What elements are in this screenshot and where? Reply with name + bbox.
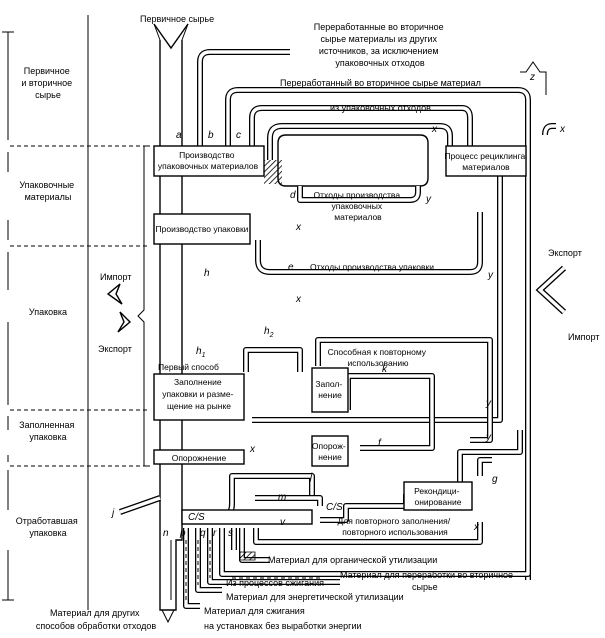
label-refill: Запол- нение bbox=[315, 379, 344, 400]
stage-packaging-materials: Упаковочные материалы bbox=[19, 180, 76, 202]
label-pack-materials: Производство упаковочных материалов bbox=[158, 150, 259, 171]
marker-y-3: y bbox=[485, 398, 492, 409]
marker-n: n bbox=[163, 528, 169, 539]
box-recondition bbox=[403, 481, 473, 511]
label-import-left: Импорт bbox=[100, 272, 131, 282]
label-refill-reuse: Для повторного заполнения/ повторного ис… bbox=[338, 516, 453, 537]
marker-y-2: y bbox=[487, 270, 494, 281]
marker-j: j bbox=[110, 508, 115, 519]
stage-column bbox=[2, 15, 150, 610]
label-recycled-other: Переработанные во вторичное сырье матери… bbox=[314, 22, 446, 68]
label-reusable: Способная к повторному использованию bbox=[328, 347, 429, 368]
label-output-organic: Материал для органической утилизации bbox=[268, 555, 437, 565]
label-output-incineration: Из процессов сжигания bbox=[226, 578, 324, 588]
stage-filled-packaging: Заполненная упаковка bbox=[19, 420, 77, 442]
label-import-right: Импорт bbox=[568, 332, 599, 342]
label-output-other: Материал для других способов обработки о… bbox=[36, 608, 157, 631]
marker-d: d bbox=[290, 190, 296, 201]
marker-cs: C/S bbox=[188, 512, 205, 523]
marker-c: c bbox=[236, 130, 241, 141]
marker-g: g bbox=[492, 474, 498, 485]
label-export-left: Экспорт bbox=[98, 344, 132, 354]
stage-packaging: Упаковка bbox=[29, 307, 67, 317]
marker-x-1: x bbox=[431, 124, 438, 135]
marker-x-5: x bbox=[249, 444, 256, 455]
box-recycling-process bbox=[445, 145, 527, 177]
label-export-right: Экспорт bbox=[548, 248, 582, 258]
label-output-burn: Материал для сжигания на установках без … bbox=[204, 606, 362, 631]
marker-s: s bbox=[228, 528, 233, 539]
label-prod-waste: Отходы производства упаковочных материал… bbox=[314, 190, 403, 222]
marker-m: m bbox=[278, 492, 286, 503]
label-recondition: Рекондици- онирование bbox=[414, 486, 462, 507]
stage-used-packaging: Отработавшая упаковка bbox=[16, 516, 81, 538]
label-pack-waste: Отходы производства упаковки bbox=[310, 262, 434, 272]
marker-f: f bbox=[378, 438, 382, 449]
marker-k: k bbox=[382, 364, 388, 375]
marker-y-1: y bbox=[425, 194, 432, 205]
box-emptying bbox=[153, 449, 245, 465]
marker-h1: h1 bbox=[196, 346, 206, 359]
marker-h: h bbox=[204, 268, 210, 279]
stage-raw-material: Первичное и вторичное сырье bbox=[21, 66, 74, 100]
label-recycled-pack-2: из упаковочных отходов bbox=[330, 103, 431, 113]
marker-cs-2: C/S bbox=[326, 502, 343, 513]
box-refill bbox=[311, 367, 349, 413]
marker-b: b bbox=[208, 130, 214, 141]
marker-x-4: x bbox=[295, 294, 302, 305]
label-emptying: Опорожнение bbox=[172, 453, 227, 463]
marker-h2: h2 bbox=[264, 326, 274, 339]
marker-q: q bbox=[200, 528, 206, 539]
label-first-way: Первый способ bbox=[158, 362, 219, 372]
marker-a: a bbox=[176, 130, 182, 141]
label-recycled-pack-1: Переработанный во вторичное сырье матери… bbox=[280, 78, 481, 88]
box-emptying2 bbox=[311, 435, 349, 467]
box-filling-market bbox=[153, 373, 245, 421]
marker-r: r bbox=[213, 528, 217, 539]
flow-lines bbox=[119, 49, 531, 609]
box-cs-bar bbox=[181, 509, 313, 525]
marker-e: e bbox=[288, 262, 294, 273]
box-packaging-materials-production bbox=[153, 145, 265, 177]
label-output-recycle: Материал для переработки во вторичное сы… bbox=[340, 570, 516, 592]
label-recycling: Процесс рециклинга материалов bbox=[444, 151, 527, 172]
marker-y-4: y bbox=[485, 432, 492, 443]
label-output-energy: Материал для энергетической утилизации bbox=[226, 592, 404, 602]
side-arrows bbox=[106, 61, 567, 561]
label-filling-market: Заполнение упаковки и разме- щение на ры… bbox=[162, 377, 236, 411]
marker-v: v bbox=[280, 517, 286, 528]
box-packaging-production bbox=[153, 213, 251, 245]
marker-x-2: x bbox=[559, 124, 566, 135]
marker-x-3: x bbox=[295, 222, 302, 233]
marker-p: p bbox=[179, 528, 186, 539]
marker-x-6: x bbox=[473, 522, 480, 533]
label-primary-raw: Первичное сырье bbox=[140, 14, 214, 24]
marker-z: z bbox=[529, 72, 535, 83]
label-emptying2: Опорож- нение bbox=[312, 441, 348, 462]
marker-j-inner: j bbox=[308, 472, 313, 483]
label-pack-production: Производство упаковки bbox=[156, 224, 249, 234]
